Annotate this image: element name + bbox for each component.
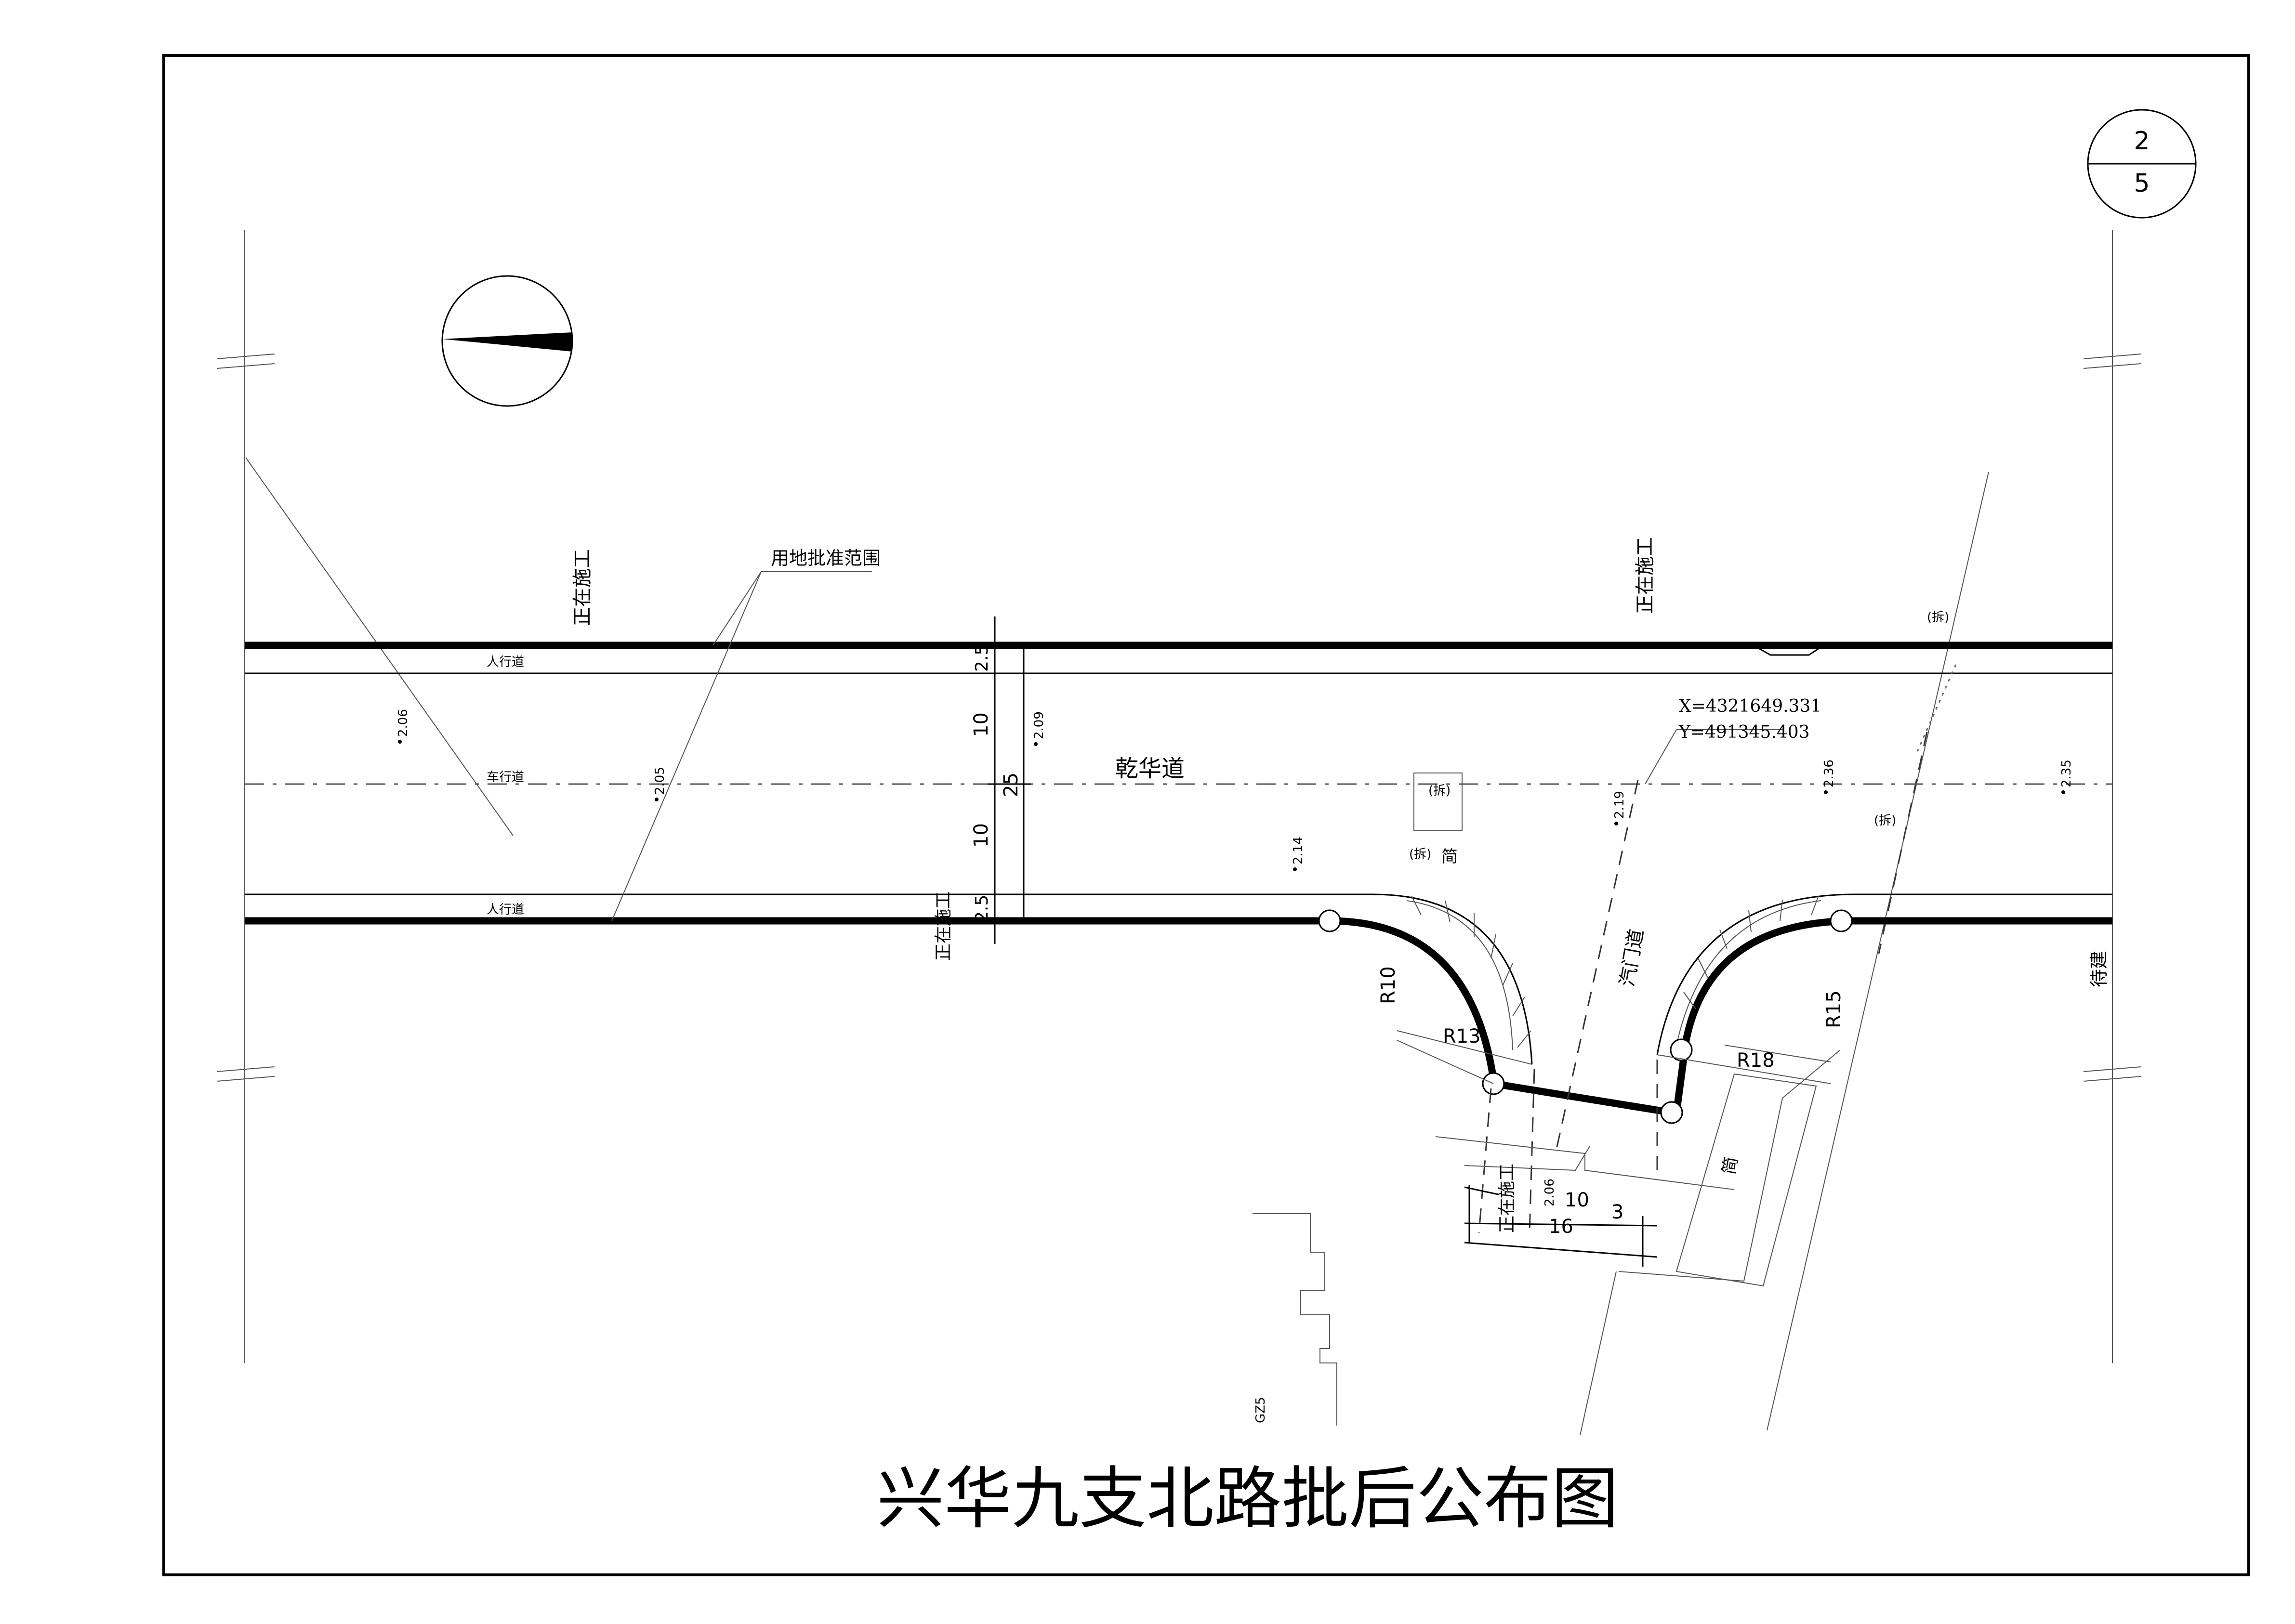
dim-width-16: 16 xyxy=(1549,1216,1573,1238)
cross-section-dimension xyxy=(988,616,1031,944)
right-hatching xyxy=(1683,895,1819,1009)
right-inner-curve xyxy=(1676,900,1821,1046)
dim-gap: 10 xyxy=(1565,1189,1589,1211)
construction-label-mid: 正在施工 xyxy=(934,891,953,961)
right-bold-curve xyxy=(1673,917,1855,1113)
sheet-border xyxy=(162,54,2250,1576)
left-inner-curve xyxy=(1406,900,1513,1050)
north-arrow-icon xyxy=(441,275,573,407)
entrance-trapezoid xyxy=(1753,644,1824,656)
elevation-points: 2.06 2.05 2.09 2.14 2.19 2.36 2.35 2.06 xyxy=(396,709,2074,1206)
coord-leader xyxy=(1645,729,1782,785)
elevation-4: 2.14 xyxy=(1291,837,1306,864)
radius-r13: R13 xyxy=(1443,1025,1481,1048)
dim-lane-top: 10 xyxy=(970,712,992,737)
dim-lane-bottom: 10 xyxy=(970,823,992,848)
boundary-south xyxy=(1618,1049,1841,1282)
sheet-total: 5 xyxy=(2134,169,2150,198)
sheet-number: 2 xyxy=(2134,127,2150,156)
demolish-label-3: (拆) xyxy=(1927,610,1949,625)
pending-label: 待建 xyxy=(2088,951,2110,987)
land-boundary-label: 用地批准范围 xyxy=(771,548,881,569)
stepped-outline xyxy=(1253,1213,1337,1426)
break-marks xyxy=(216,354,2142,1082)
construction-label-nw: 正在施工 xyxy=(571,549,594,626)
elevation-1: 2.06 xyxy=(396,709,410,737)
radius-r15: R15 xyxy=(1823,990,1845,1028)
gate-road-label: 汽门道 xyxy=(1616,928,1648,988)
sidewalk-north-label: 人行道 xyxy=(487,655,524,669)
right-thin-curve xyxy=(1656,893,1855,1055)
elevation-7: 2.35 xyxy=(2059,760,2074,787)
elevation-5: 2.19 xyxy=(1612,791,1627,819)
drawing-title: 兴华九支北路批后公布图 xyxy=(877,1460,1619,1538)
sheet-number-badge: 2 5 xyxy=(2087,109,2197,219)
coord-x: X=4321649.331 xyxy=(1679,696,1821,716)
site-outline-south xyxy=(1435,1136,1735,1190)
radius-r10: R10 xyxy=(1377,966,1399,1004)
elevation-6: 2.36 xyxy=(1822,760,1836,787)
simple-label-2: 简 xyxy=(1719,1155,1741,1176)
left-bold-curve xyxy=(1329,917,1497,1080)
radius-r18: R18 xyxy=(1737,1049,1775,1072)
gz-label: GZ5 xyxy=(1253,1397,1268,1423)
boundary-south-2 xyxy=(1580,1271,1617,1436)
road-name-label: 乾华道 xyxy=(1115,755,1185,782)
intersection xyxy=(1318,780,1855,1233)
left-hatching xyxy=(1411,895,1531,1048)
building-simple-2 xyxy=(1675,1073,1817,1287)
construction-label-south: 正在施工 xyxy=(1497,1164,1517,1233)
elevation-3: 2.09 xyxy=(1032,711,1046,739)
demolish-label-4: (拆) xyxy=(1874,813,1896,828)
carriageway-label: 车行道 xyxy=(487,770,524,785)
demolish-label-2: (拆) xyxy=(1409,847,1431,862)
demolish-label-1: (拆) xyxy=(1428,784,1451,798)
construction-label-ne: 正在施工 xyxy=(1634,537,1656,614)
radius-leaders xyxy=(1397,1030,1831,1084)
elevation-2: 2.05 xyxy=(653,767,667,795)
coord-y: Y=491345.403 xyxy=(1678,722,1810,742)
gate-bold-line xyxy=(1492,1080,1673,1116)
dim-sidewalk-top: 2.5 xyxy=(972,644,992,672)
dim-width-3: 3 xyxy=(1611,1201,1623,1223)
dim-total: 25 xyxy=(1000,773,1022,797)
gate-dimension xyxy=(1464,1185,1658,1267)
building-simple-1 xyxy=(1413,773,1463,831)
land-boundary-leaders xyxy=(611,571,872,921)
elevation-8: 2.06 xyxy=(1543,1179,1557,1206)
dim-sidewalk-bottom: 2.5 xyxy=(972,895,992,922)
sidewalk-south-label: 人行道 xyxy=(487,903,524,917)
simple-label-1: 简 xyxy=(1441,847,1458,866)
section-dimension-labels: 2.5 10 25 10 2.5 xyxy=(970,644,1022,922)
site-outline-south-2 xyxy=(1464,1146,1590,1171)
right-diagonal-1 xyxy=(1767,471,1989,1431)
right-diagonal-2 xyxy=(1878,732,1928,954)
